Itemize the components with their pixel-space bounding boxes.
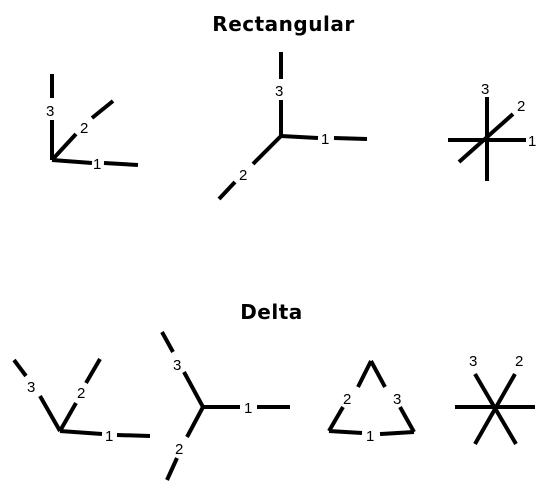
axis-1-left <box>59 429 103 436</box>
axis-2-lower <box>50 132 78 162</box>
axis-diagonal-right <box>473 373 517 445</box>
axis-2-lower <box>165 457 179 481</box>
axis-2-upper <box>185 406 205 438</box>
label-1: 1 <box>321 131 329 148</box>
side-3-upper <box>369 360 387 388</box>
label-3: 3 <box>481 81 489 98</box>
rectangular-wye <box>217 52 368 201</box>
label-1: 1 <box>528 133 536 150</box>
label-2: 2 <box>80 120 88 137</box>
label-3: 3 <box>173 357 181 374</box>
label-2: 2 <box>175 441 183 458</box>
axis-2-upper <box>90 99 115 120</box>
label-3: 3 <box>46 103 54 120</box>
delta-triangle <box>327 360 416 436</box>
rectangular-corner-axes <box>50 74 139 167</box>
axis-2-lower <box>217 180 237 201</box>
delta-wye <box>160 331 290 481</box>
axis-1-right <box>103 161 139 167</box>
label-1: 1 <box>105 428 113 445</box>
side-1-left <box>328 429 363 435</box>
label-1: 1 <box>93 156 101 173</box>
axis-3-upper <box>160 331 175 353</box>
label-2: 2 <box>517 98 525 115</box>
axis-1-right <box>333 136 368 141</box>
delta-star <box>455 372 535 446</box>
label-3: 3 <box>469 353 477 370</box>
axis-1-right <box>116 433 151 438</box>
side-3-lower <box>398 406 416 433</box>
axis-diagonal <box>457 112 515 164</box>
label-2: 2 <box>343 391 351 408</box>
axis-2-lower <box>58 402 78 432</box>
label-2: 2 <box>77 385 85 402</box>
axis-1-left <box>51 158 93 165</box>
axis-1-left <box>280 134 319 140</box>
label-3: 3 <box>27 379 35 396</box>
label-2: 2 <box>239 167 247 184</box>
delta-section-title: Delta <box>240 300 303 324</box>
side-2-lower <box>327 405 345 433</box>
delta-v <box>12 357 151 438</box>
side-2-upper <box>356 360 373 388</box>
label-2: 2 <box>515 353 523 370</box>
label-1: 1 <box>366 428 374 445</box>
label-3: 3 <box>275 83 283 100</box>
rectangular-section-title: Rectangular <box>212 12 355 36</box>
rectangular-star <box>448 97 526 181</box>
axis-3-upper <box>12 358 28 378</box>
label-1: 1 <box>244 400 252 417</box>
axis-3-lower <box>38 395 62 432</box>
axis-3-lower <box>182 371 205 408</box>
label-3: 3 <box>393 391 401 408</box>
side-1-right <box>379 430 415 436</box>
axis-2-upper <box>84 357 102 385</box>
axis-2-upper <box>251 134 283 166</box>
